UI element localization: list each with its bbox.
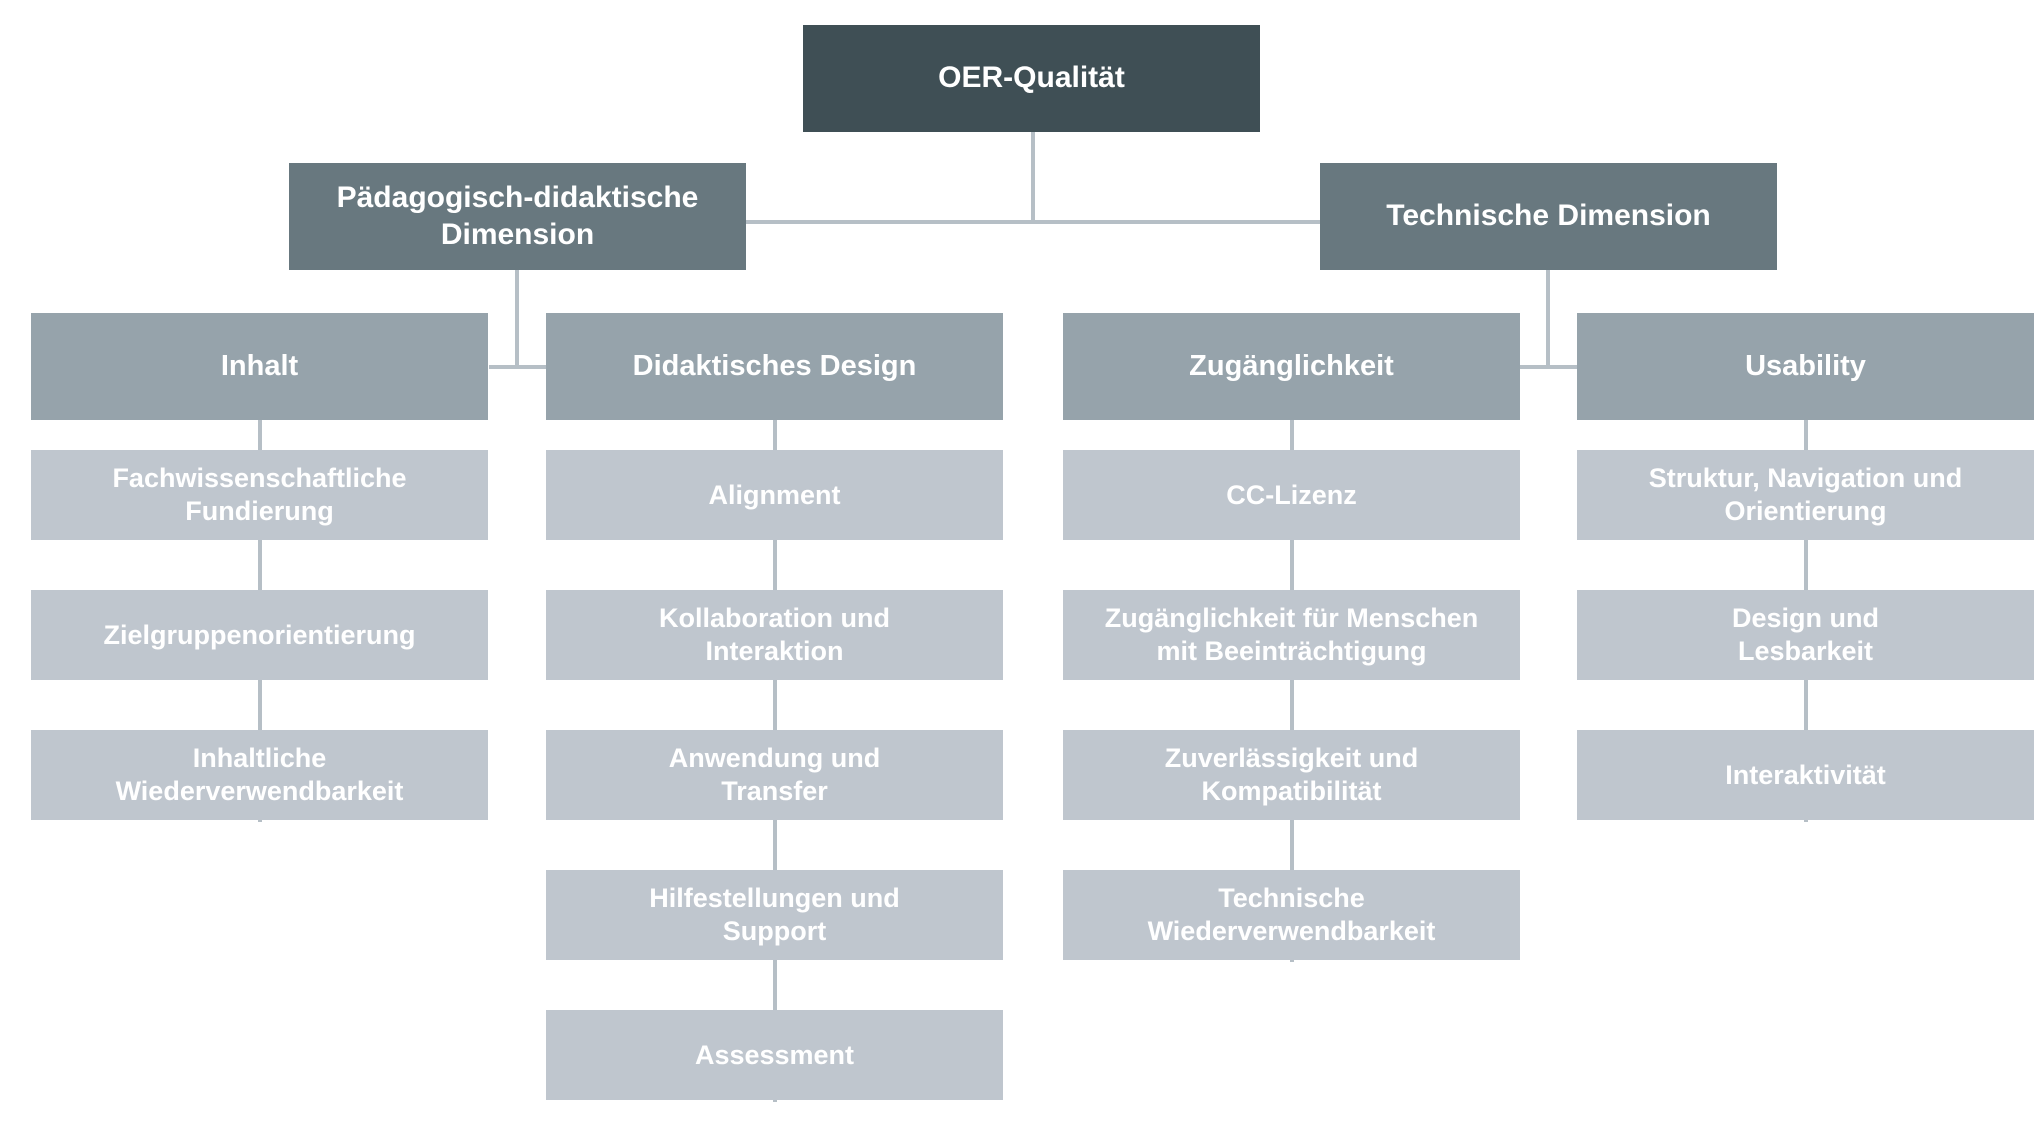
- node-label: Alignment: [708, 479, 841, 510]
- node-criterion-assessment[interactable]: Assessment: [546, 1010, 1003, 1100]
- node-criterion-alignment[interactable]: Alignment: [546, 450, 1003, 540]
- node-label: Assessment: [694, 1039, 855, 1070]
- node-criterion-cc-lizenz[interactable]: CC-Lizenz: [1063, 450, 1520, 540]
- node-criterion-zugaenglichkeit-fuer-menschen-mit-beeintraechtigung[interactable]: Zugänglichkeit für Menschen mit Beeinträ…: [1063, 590, 1520, 680]
- node-category-didaktisches-design[interactable]: Didaktisches Design: [546, 313, 1003, 420]
- node-label: Anwendung und Transfer: [668, 743, 881, 806]
- connector-technical-bus: [1520, 365, 1577, 369]
- node-label: Technische Dimension: [1386, 199, 1711, 233]
- node-label: Design und Lesbarkeit: [1732, 603, 1879, 666]
- node-label: Didaktisches Design: [632, 349, 917, 382]
- node-label: Inhaltliche Wiederverwendbarkeit: [115, 743, 404, 806]
- node-label: Interaktivität: [1725, 759, 1886, 790]
- node-label: Usability: [1745, 349, 1866, 382]
- node-label: Struktur, Navigation und Orientierung: [1648, 463, 1963, 526]
- connector-root-down: [1031, 132, 1035, 224]
- node-category-zugaenglichkeit[interactable]: Zugänglichkeit: [1063, 313, 1520, 420]
- node-criterion-zielgruppenorientierung[interactable]: Zielgruppenorientierung: [31, 590, 488, 680]
- node-criterion-fachwissenschaftliche-fundierung[interactable]: Fachwissenschaftliche Fundierung: [31, 450, 488, 540]
- node-label: Inhalt: [220, 349, 299, 382]
- node-label: Technische Wiederverwendbarkeit: [1147, 883, 1436, 946]
- node-label: Zielgruppenorientierung: [103, 619, 416, 650]
- node-criterion-inhaltliche-wiederverwendbarkeit[interactable]: Inhaltliche Wiederverwendbarkeit: [31, 730, 488, 820]
- node-dimension-paedagogisch-didaktische[interactable]: Pädagogisch-didaktische Dimension: [289, 163, 746, 270]
- connector-pedagogical-down: [515, 270, 519, 367]
- node-label: Hilfestellungen und Support: [649, 883, 900, 946]
- node-label: Zuverlässigkeit und Kompatibilität: [1164, 743, 1419, 806]
- node-criterion-hilfestellungen-und-support[interactable]: Hilfestellungen und Support: [546, 870, 1003, 960]
- node-criterion-design-und-lesbarkeit[interactable]: Design und Lesbarkeit: [1577, 590, 2034, 680]
- node-criterion-zuverlaessigkeit-und-kompatibilitaet[interactable]: Zuverlässigkeit und Kompatibilität: [1063, 730, 1520, 820]
- node-criterion-kollaboration-und-interaktion[interactable]: Kollaboration und Interaktion: [546, 590, 1003, 680]
- node-category-inhalt[interactable]: Inhalt: [31, 313, 488, 420]
- node-criterion-anwendung-und-transfer[interactable]: Anwendung und Transfer: [546, 730, 1003, 820]
- connector-pedagogical-bus: [489, 365, 546, 369]
- node-label: Pädagogisch-didaktische Dimension: [336, 180, 699, 251]
- node-root-oer-qualitaet[interactable]: OER-Qualität: [803, 25, 1260, 132]
- node-criterion-technische-wiederverwendbarkeit[interactable]: Technische Wiederverwendbarkeit: [1063, 870, 1520, 960]
- node-label: CC-Lizenz: [1226, 479, 1357, 510]
- node-criterion-struktur-navigation-und-orientierung[interactable]: Struktur, Navigation und Orientierung: [1577, 450, 2034, 540]
- connector-technical-down: [1546, 270, 1550, 367]
- node-dimension-technische[interactable]: Technische Dimension: [1320, 163, 1777, 270]
- node-category-usability[interactable]: Usability: [1577, 313, 2034, 420]
- node-label: Zugänglichkeit: [1189, 349, 1394, 382]
- node-label: Fachwissenschaftliche Fundierung: [112, 463, 407, 526]
- node-label: OER-Qualität: [938, 61, 1125, 95]
- node-label: Zugänglichkeit für Menschen mit Beeinträ…: [1104, 603, 1479, 666]
- node-label: Kollaboration und Interaktion: [659, 603, 890, 666]
- connector-zugaenglichkeit-spine: [1290, 420, 1294, 962]
- connector-dimensions-bus: [746, 220, 1320, 224]
- node-criterion-interaktivitaet[interactable]: Interaktivität: [1577, 730, 2034, 820]
